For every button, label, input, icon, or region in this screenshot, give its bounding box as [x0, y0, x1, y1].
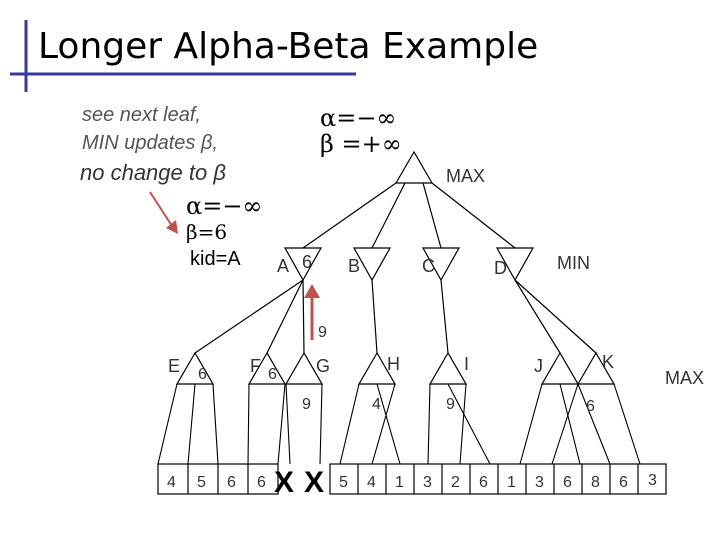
min-node-b-label: B: [348, 256, 361, 276]
propagation-arrow: [304, 284, 320, 340]
level-max-top: MAX: [446, 166, 486, 186]
max-node-f: [247, 351, 287, 385]
max-node-j-label: J: [534, 356, 543, 376]
leaf-value: 4: [367, 474, 376, 491]
min-node-d-label: D: [494, 258, 507, 278]
max-node-g-label: G: [316, 356, 331, 376]
min-node-c: [421, 247, 461, 282]
pruned-leaf-x: X: [304, 466, 325, 499]
max-node-g-value: 9: [302, 396, 311, 413]
leaf-value: 6: [479, 474, 488, 491]
leaf-boxes: [157, 463, 667, 495]
min-edges: [194, 279, 597, 354]
leaf-value: 3: [535, 474, 544, 491]
max-node-e: [175, 351, 215, 385]
max-node-i-label: I: [464, 354, 470, 374]
min-node-a-label: A: [277, 256, 290, 276]
leaf-edges: [157, 383, 641, 465]
max-node-k: [576, 351, 616, 385]
g-propagated-value: 9: [318, 324, 327, 341]
leaf-value: 3: [423, 474, 432, 491]
min-node-a: [283, 247, 323, 282]
slide-title: Longer Alpha-Beta Example: [38, 26, 539, 67]
root-max-node: [394, 150, 434, 184]
leaf-value: 6: [257, 474, 266, 491]
max-node-g: [284, 351, 324, 385]
leaf-value: 6: [619, 474, 628, 491]
max-node-k-label: K: [602, 352, 615, 372]
max-node-h-value: 4: [372, 396, 381, 413]
leaf-value: 5: [197, 474, 206, 491]
root-edges: [302, 182, 516, 249]
note-line-3: no change to β: [80, 160, 226, 185]
max-node-h-label: H: [387, 354, 400, 374]
min-node-a-value: 6: [302, 252, 313, 272]
root-beta: β =+∞: [320, 130, 402, 158]
state-kid: kid=A: [190, 248, 241, 270]
leaf-value: 6: [563, 474, 572, 491]
leaf-value: 4: [167, 474, 176, 491]
max-node-f-value: 6: [268, 366, 277, 383]
root-alpha: α=−∞: [320, 104, 397, 132]
leaf-value: 1: [507, 474, 516, 491]
annotation-arrow: [149, 191, 178, 234]
leaf-value: 5: [339, 474, 348, 491]
level-max-bottom: MAX: [665, 368, 705, 388]
state-alpha: α=−∞: [186, 192, 263, 220]
leaf-value: 1: [395, 474, 404, 491]
pruned-leaf-x: X: [274, 466, 295, 499]
note-line-1: see next leaf,: [82, 104, 201, 126]
max-node-k-value: 6: [586, 398, 595, 415]
leaf-value: 8: [591, 474, 600, 491]
level-min: MIN: [557, 253, 590, 273]
note-line-2: MIN updates β,: [82, 132, 218, 154]
max-node-f-label: F: [250, 356, 261, 376]
leaf-value: 3: [648, 472, 657, 489]
leaf-value: 6: [227, 474, 236, 491]
max-node-e-value: 6: [198, 366, 207, 383]
min-node-b: [352, 247, 392, 282]
min-node-d: [495, 247, 535, 282]
leaf-value: 2: [451, 474, 460, 491]
min-node-c-label: C: [422, 256, 435, 276]
max-node-j: [540, 351, 580, 385]
max-node-e-label: E: [168, 356, 181, 376]
state-beta: β=6: [186, 220, 228, 244]
max-node-i-value: 9: [446, 396, 455, 413]
max-node-i: [428, 351, 468, 385]
